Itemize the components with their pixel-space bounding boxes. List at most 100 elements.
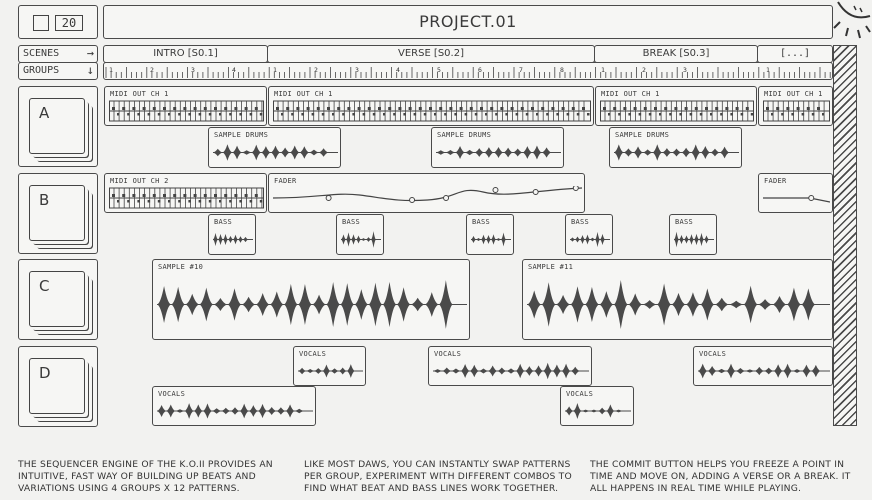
scenes-row[interactable]: SCENES →	[18, 45, 98, 63]
waveform	[433, 362, 589, 380]
clip-label: SAMPLE #10	[158, 263, 204, 271]
sample-drums-clip[interactable]: SAMPLE DRUMS	[431, 127, 564, 168]
ruler-number: 3	[191, 66, 195, 74]
description-3: THE COMMIT BUTTON HELPS YOU FREEZE A POI…	[590, 459, 851, 494]
ruler-number: 1	[601, 66, 605, 74]
midi-grid	[273, 100, 591, 122]
clip-label: MIDI OUT CH 2	[110, 177, 169, 185]
midi1-clip[interactable]: MIDI OUT CH 1	[268, 86, 594, 126]
clip-label: VOCALS	[158, 390, 186, 398]
clip-label: MIDI OUT CH 1	[764, 90, 823, 98]
bass-clip[interactable]: BASS	[565, 214, 613, 255]
vocals-clip[interactable]: VOCALS	[293, 346, 366, 386]
clip-label: VOCALS	[699, 350, 727, 358]
clip-label: BASS	[675, 218, 694, 226]
fader-clip[interactable]: FADER	[268, 173, 585, 213]
key-cap: B	[29, 185, 85, 241]
groups-row[interactable]: GROUPS ↓	[18, 62, 98, 80]
clip-label: MIDI OUT CH 1	[601, 90, 660, 98]
waveform	[298, 364, 363, 378]
clip-label: VOCALS	[566, 390, 594, 398]
key-cap: A	[29, 98, 85, 154]
ruler-number: 3	[683, 66, 687, 74]
midi1-clip[interactable]: MIDI OUT CH 1	[104, 86, 267, 126]
sample-drums-clip[interactable]: SAMPLE DRUMS	[208, 127, 341, 168]
clip-label: BASS	[342, 218, 361, 226]
group-a-label: A	[39, 104, 50, 122]
waveform	[527, 279, 830, 330]
waveform	[213, 232, 253, 247]
ruler-number: 5	[437, 66, 441, 74]
ruler-number: 3	[355, 66, 359, 74]
vocals-clip[interactable]: VOCALS	[693, 346, 833, 386]
group-b-label: B	[39, 191, 50, 209]
clip-label: FADER	[274, 177, 297, 185]
bass-clip[interactable]: BASS	[208, 214, 256, 255]
key-cap: C	[29, 271, 85, 327]
waveform	[157, 280, 467, 329]
vocals-clip[interactable]: VOCALS	[152, 386, 316, 426]
waveform	[213, 144, 338, 161]
device-display: 20	[18, 5, 98, 39]
midi1-clip[interactable]: MIDI OUT CH 1	[595, 86, 757, 126]
display-time-box: 20	[55, 15, 83, 31]
waveform	[674, 231, 714, 248]
midi-grid	[600, 100, 754, 122]
waveform	[565, 403, 631, 419]
ruler-number: 4	[232, 66, 236, 74]
ruler-number: 2	[314, 66, 318, 74]
clip-label: SAMPLE DRUMS	[615, 131, 670, 139]
waveform	[436, 145, 561, 160]
vocals-clip[interactable]: VOCALS	[428, 346, 592, 386]
clip-label: SAMPLE DRUMS	[214, 131, 269, 139]
clip-label: VOCALS	[299, 350, 327, 358]
bass-clip[interactable]: BASS	[336, 214, 384, 255]
clip-label: VOCALS	[434, 350, 462, 358]
clip-label: BASS	[214, 218, 233, 226]
ruler-number: 6	[478, 66, 482, 74]
sample11-clip[interactable]: SAMPLE #11	[522, 259, 833, 340]
group-d-label: D	[39, 364, 51, 382]
clip-label: SAMPLE #11	[528, 263, 574, 271]
sample10-clip[interactable]: SAMPLE #10	[152, 259, 470, 340]
clip-label: SAMPLE DRUMS	[437, 131, 492, 139]
groups-label: GROUPS	[23, 65, 60, 76]
ruler-number: 1	[766, 66, 770, 74]
scenes-label: SCENES	[23, 48, 60, 59]
group-d-button[interactable]: D	[18, 346, 98, 427]
arrow-right-icon: →	[86, 46, 94, 60]
clip-label: BASS	[571, 218, 590, 226]
clip-label: MIDI OUT CH 1	[110, 90, 169, 98]
group-c-button[interactable]: C	[18, 259, 98, 340]
sample-drums-clip[interactable]: SAMPLE DRUMS	[609, 127, 742, 168]
group-b-button[interactable]: B	[18, 173, 98, 254]
description-2: LIKE MOST DAWS, YOU CAN INSTANTLY SWAP P…	[304, 459, 572, 494]
sun-icon	[833, 1, 871, 39]
clip-label: MIDI OUT CH 1	[274, 90, 333, 98]
waveform	[157, 403, 313, 419]
ruler-number: 2	[642, 66, 646, 74]
scene-verse[interactable]: VERSE [S0.2]	[267, 45, 595, 63]
midi-grid	[763, 100, 830, 122]
group-a-button[interactable]: A	[18, 86, 98, 167]
midi-grid	[109, 100, 264, 122]
vocals-clip[interactable]: VOCALS	[560, 386, 634, 426]
ruler-number: 1	[273, 66, 277, 74]
bass-clip[interactable]: BASS	[466, 214, 514, 255]
ruler-number: 1	[109, 66, 113, 74]
key-cap: D	[29, 358, 85, 414]
waveform	[698, 363, 830, 379]
project-title: PROJECT.01	[419, 12, 517, 31]
midi1-clip[interactable]: MIDI OUT CH 1	[758, 86, 833, 126]
scene-intro[interactable]: INTRO [S0.1]	[103, 45, 268, 63]
waveform	[570, 231, 610, 248]
waveform	[614, 144, 739, 161]
scene-more[interactable]: [...]	[757, 45, 833, 63]
fader-clip[interactable]: FADER	[758, 173, 833, 213]
display-icon	[33, 15, 49, 31]
timeline-scrollbar[interactable]	[833, 45, 857, 426]
scene-break[interactable]: BREAK [S0.3]	[594, 45, 758, 63]
midi2-clip[interactable]: MIDI OUT CH 2	[104, 173, 267, 213]
bass-clip[interactable]: BASS	[669, 214, 717, 255]
